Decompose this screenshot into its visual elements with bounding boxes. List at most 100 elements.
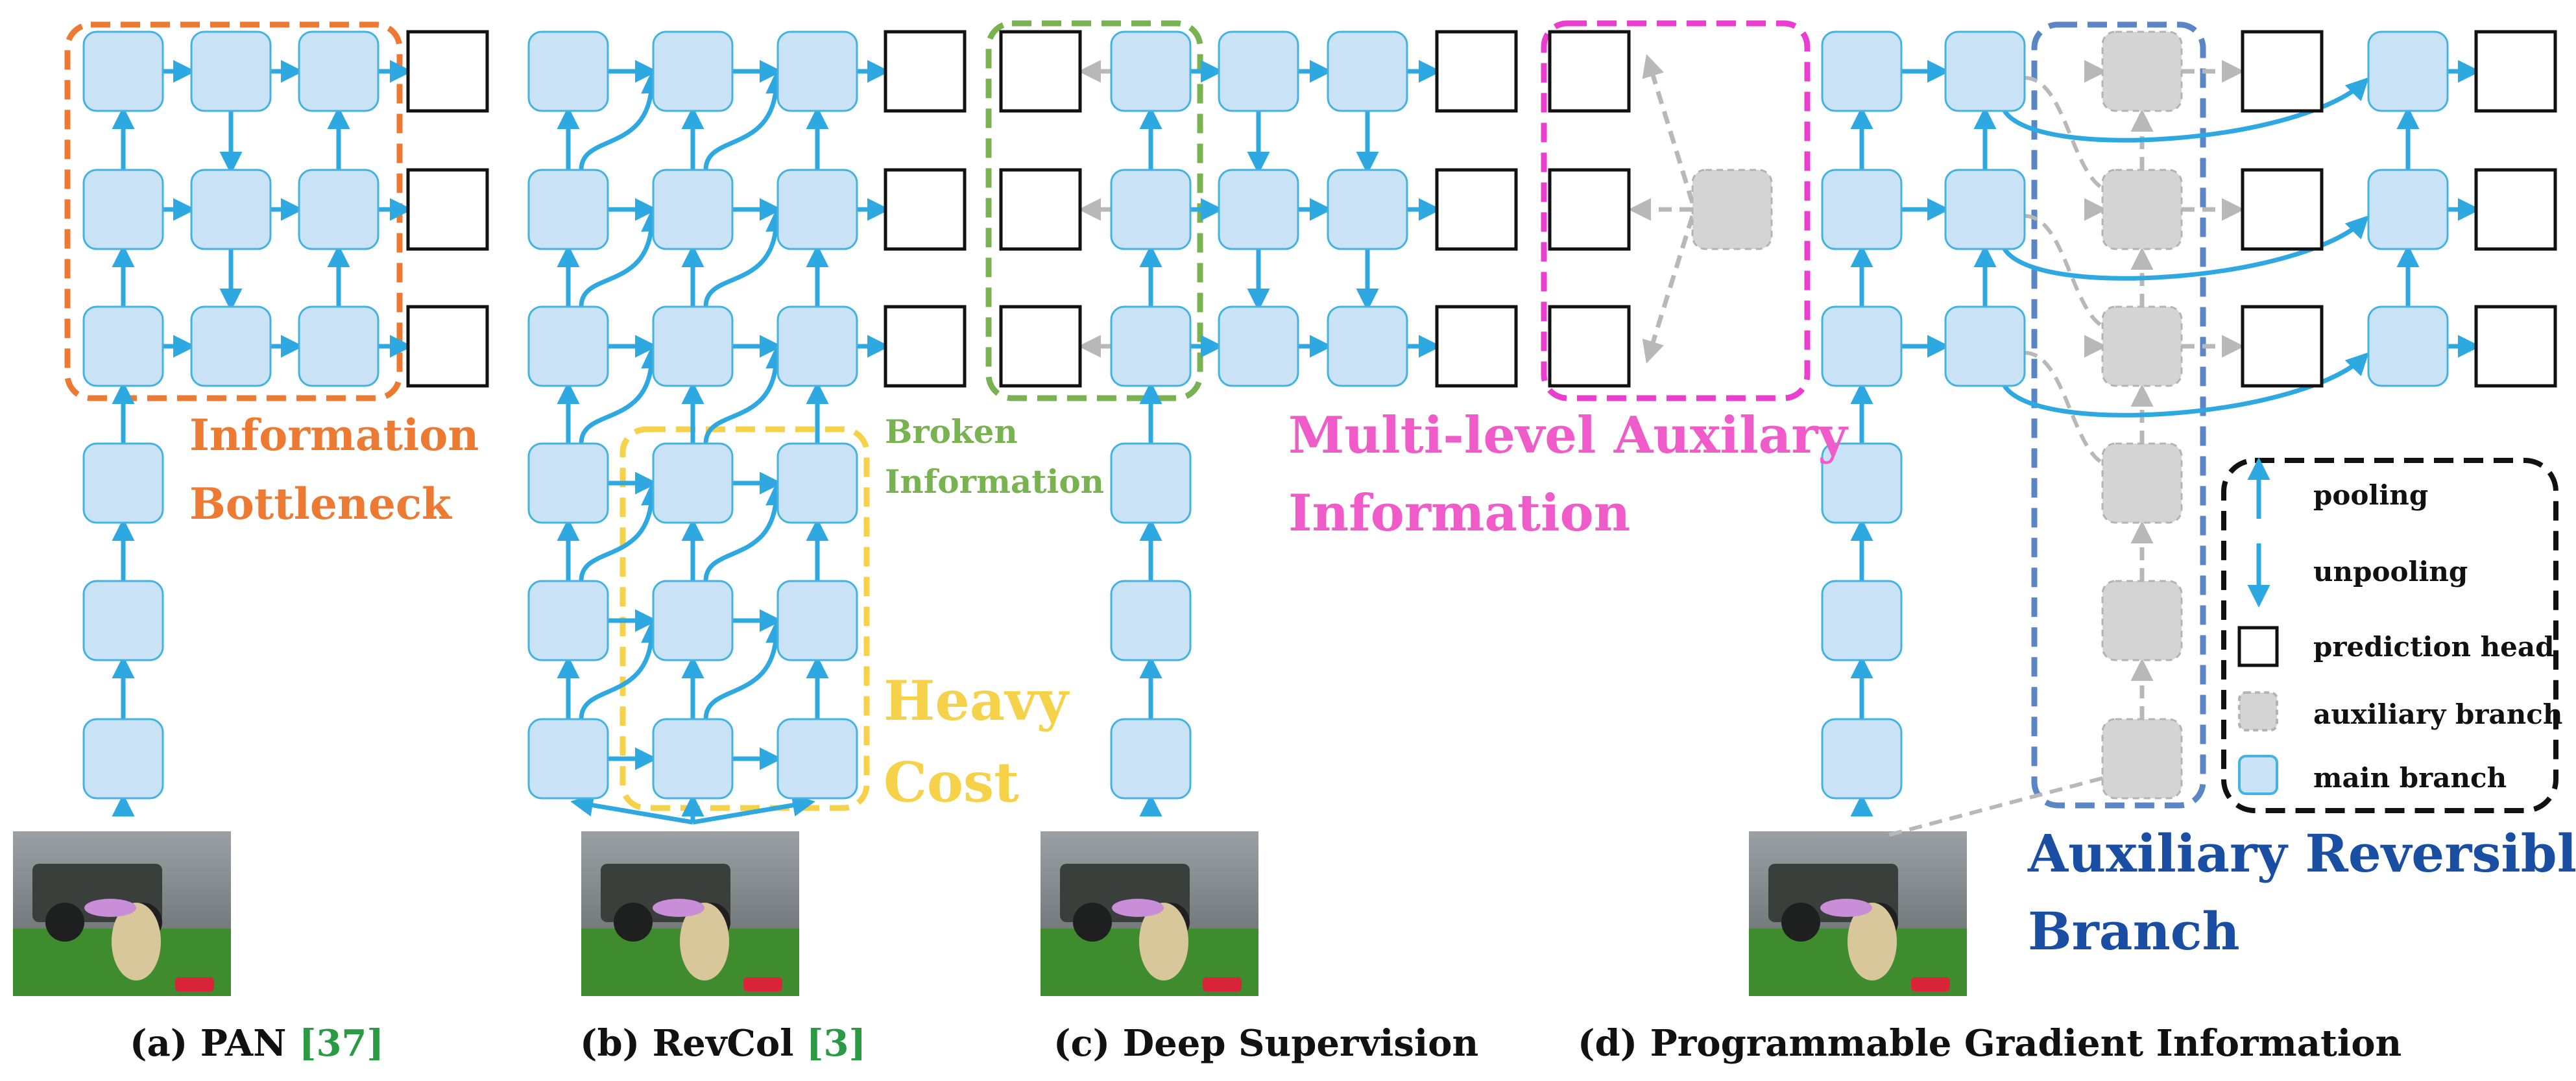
main-branch-block [652,580,734,661]
main-branch-block [1821,169,1903,250]
prediction-head-block [2474,305,2557,388]
main-branch-block [1110,305,1192,387]
connections [112,54,2481,837]
reversible-connection [579,209,664,307]
legend-label: pooling [2313,479,2428,511]
wheel [1781,903,1820,942]
wheel [1073,903,1112,942]
arrow [692,794,815,825]
legend-item-auxiliary-branch: auxiliary branch [2238,691,2562,731]
annotation-broken-information: Broken Information [885,412,1104,501]
input-image [1749,831,1967,996]
auxiliary-branch-block [2101,718,2183,800]
main-branch-block [527,305,609,387]
prediction-head-block [1548,305,1631,388]
legend-item-pooling: pooling [2247,457,2428,519]
input-image [13,831,231,996]
annotation-text: Information [1288,484,1630,543]
legend-item-unpooling: unpooling [2247,543,2468,608]
blocks [82,30,2557,800]
prediction-head-block [999,30,1082,113]
main-branch-block [2367,305,2449,387]
caption-deep-supervision: (c) Deep Supervision [1053,1022,1478,1065]
main-branch-block [82,718,164,800]
reversible-connection [2003,77,2369,143]
main-branch-block [1110,442,1192,524]
main-branch-icon [2238,755,2278,795]
main-branch-block [652,169,734,250]
main-branch-block [82,30,164,112]
dog [680,903,729,980]
legend-item-main-branch: main branch [2238,755,2507,795]
wheel [614,903,653,942]
reversible-connection [703,71,789,171]
main-branch-block [1821,718,1903,800]
annotation-text: Multi-level Auxilary [1288,406,1849,465]
red-object [1911,977,1950,992]
prediction-head-block [884,305,967,388]
main-branch-block [2367,169,2449,250]
frisbee [84,899,136,917]
legend-label: prediction head [2313,631,2554,663]
caption-revcol: (b) RevCol [3] [580,1022,866,1065]
main-branch-block [527,580,609,661]
main-branch-block [776,305,858,387]
dog [1139,903,1188,980]
main-branch-block [1327,169,1408,250]
prediction-head-block [406,168,489,251]
annotation-text: Information [885,462,1104,501]
frisbee [1112,899,1164,917]
annotation-heavy-cost: Heavy Cost [884,669,1070,814]
prediction-head-block [2474,168,2557,251]
auxiliary-reversible-branch-region [2031,21,2206,809]
frisbee [653,899,704,917]
main-branch-block [776,30,858,112]
main-branch-block [652,442,734,524]
main-branch-block [1327,305,1408,387]
prediction-head-block [2241,30,2324,113]
reversible-connection [579,71,664,171]
red-object [175,977,214,992]
annotation-text: Auxiliary Reversible [2027,823,2576,884]
annotation-text: Bottleneck [189,479,452,529]
main-branch-block [82,442,164,524]
reversible-connection [579,346,664,444]
prediction-head-block [999,305,1082,388]
auxiliary-arrow [1642,215,1695,364]
prediction-head-block [1435,168,1518,251]
reversible-connection [579,482,664,582]
prediction-head-block [884,30,967,113]
auxiliary-connection [2024,214,2104,328]
main-branch-block [1218,305,1299,387]
auxiliary-connection [1887,776,2103,837]
main-branch-block [776,580,858,661]
main-branch-block [190,169,272,250]
main-branch-block [527,442,609,524]
multi-level-auxiliary-region [1541,20,1811,401]
auxiliary-branch-block [2101,442,2183,524]
main-branch-block [82,580,164,661]
main-branch-block [1821,580,1903,661]
auxiliary-connection [2024,351,2104,465]
frisbee [1820,899,1872,917]
auxiliary-connection [2024,76,2104,190]
prediction-head-icon [2237,626,2279,667]
red-object [743,977,782,992]
main-branch-block [1218,30,1299,112]
prediction-head-block [2241,305,2324,388]
input-images [13,831,1967,996]
red-object [1203,977,1242,992]
main-branch-block [298,305,379,387]
legend: pooling unpooling prediction head auxili… [2221,457,2562,813]
auxiliary-branch-icon [2238,691,2278,731]
reversible-connection [703,346,789,444]
wheel [45,903,84,942]
main-branch-block [1944,169,2026,250]
auxiliary-branch-block [2101,580,2183,661]
auxiliary-arrow [1642,54,1695,204]
annotation-text: Heavy [884,669,1070,733]
caption-pan: (a) PAN [37] [130,1022,384,1065]
annotation-text: Information [189,410,479,460]
main-branch-block [82,305,164,387]
prediction-head-block [884,168,967,251]
